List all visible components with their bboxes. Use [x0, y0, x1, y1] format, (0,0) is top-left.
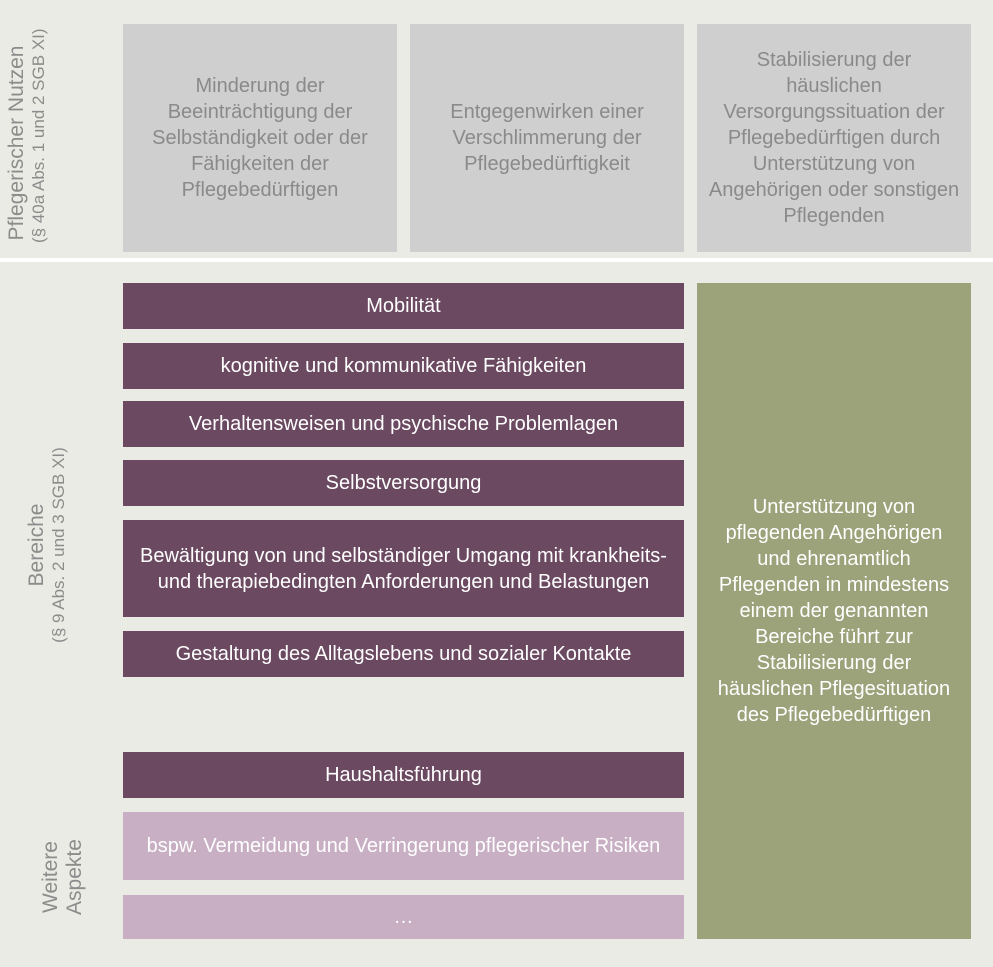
bereich-verhaltensweisen: Verhaltensweisen und psychische Probleml… [123, 401, 684, 447]
nutzen-box-3: Stabilisierung der häuslichen Versorgung… [697, 24, 971, 252]
weitere-title: Weitere Aspekte [39, 839, 86, 915]
bereich-selbstversorgung: Selbstversorgung [123, 460, 684, 506]
nutzen-box-1: Minderung der Beeinträchtigung der Selbs… [123, 24, 397, 252]
bereiche-subtitle: (§ 9 Abs. 2 und 3 SGB XI) [49, 447, 68, 643]
bereich-mobilitaet: Mobilität [123, 283, 684, 329]
bereich-alltagsgestaltung: Gestaltung des Alltagslebens und soziale… [123, 631, 684, 677]
nutzen-title: Pflegerischer Nutzen [5, 45, 28, 241]
bereich-haushaltsfuehrung: Haushaltsführung [123, 752, 684, 798]
nutzen-subtitle: (§ 40a Abs. 1 und 2 SGB XI) [29, 28, 48, 243]
weitere-ellipsis-box: … [123, 895, 684, 939]
sidebar-label-weitere: Weitere Aspekte [39, 827, 89, 927]
bereich-krankheitsbewaeltigung: Bewältigung von und selbständiger Umgang… [123, 520, 684, 617]
bereiche-title: Bereiche [25, 503, 48, 587]
sidebar-label-nutzen: Pflegerischer Nutzen (§ 40a Abs. 1 und 2… [5, 28, 55, 243]
weitere-risiken-box: bspw. Vermeidung und Verringerung pflege… [123, 812, 684, 880]
bereich-kognitive-faehigkeiten: kognitive und kommunikative Fähigkeiten [123, 343, 684, 389]
sidebar-label-bereiche: Bereiche (§ 9 Abs. 2 und 3 SGB XI) [25, 445, 75, 645]
nutzen-box-2: Entgegenwirken einer Verschlimmerung der… [410, 24, 684, 252]
support-box: Unterstützung von pflegenden Angehörigen… [697, 283, 971, 939]
